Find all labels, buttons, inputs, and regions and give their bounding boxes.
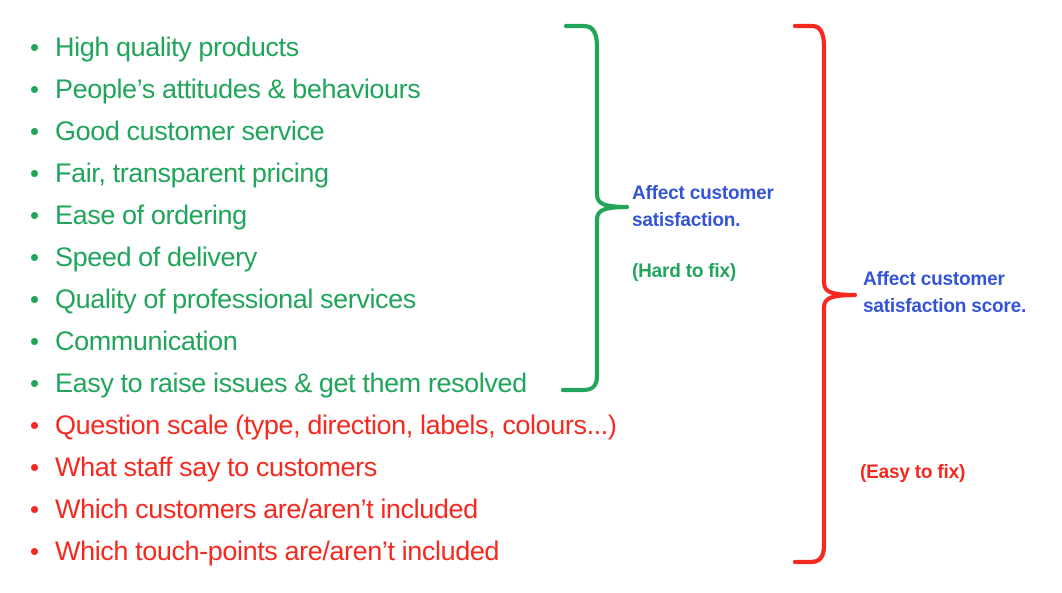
bullet-icon (31, 547, 38, 555)
red-brace (792, 23, 858, 565)
bullet-icon (31, 295, 38, 303)
list-item-text: People’s attitudes & behaviours (55, 73, 421, 104)
bullet-icon (31, 337, 38, 345)
bullet-icon (31, 85, 38, 93)
red-brace-label: Affect customer satisfaction score. (863, 269, 1027, 317)
list-item: Which customers are/aren’t included (31, 488, 616, 530)
list-item-text: Fair, transparent pricing (55, 157, 329, 188)
bullet-icon (31, 253, 38, 261)
list-item: Question scale (type, direction, labels,… (31, 404, 617, 446)
list-item: Good customer service (31, 110, 616, 152)
easy-to-fix-note: (Easy to fix) (860, 462, 966, 483)
bullet-icon (31, 169, 38, 177)
list-item: Quality of professional services (31, 278, 616, 320)
list-item-text: Speed of delivery (55, 241, 257, 272)
bullet-icon (31, 421, 38, 429)
list-item: Communication (31, 320, 616, 362)
list-item-text: Easy to raise issues & get them resolved (55, 367, 527, 398)
list-item-text: Question scale (type, direction, labels,… (55, 409, 617, 440)
list-item-text: What staff say to customers (55, 451, 377, 482)
bullet-icon (31, 127, 38, 135)
list-item: Speed of delivery (31, 236, 616, 278)
list-item-text: Ease of ordering (55, 199, 247, 230)
list-item: Which touch-points are/aren’t included (31, 530, 616, 572)
bullet-icon (31, 505, 38, 513)
bullet-icon (31, 379, 38, 387)
list-item: High quality products (31, 26, 616, 68)
list-item-text: Good customer service (55, 115, 325, 146)
list-item: People’s attitudes & behaviours (31, 68, 616, 110)
hard-to-fix-note: (Hard to fix) (632, 261, 737, 282)
green-brace-label: Affect customer satisfaction. (632, 183, 774, 231)
list-item: What staff say to customers (31, 446, 616, 488)
bullet-icon (31, 463, 38, 471)
list-item-text: Which touch-points are/aren’t included (55, 535, 500, 566)
list-item-text: Quality of professional services (55, 283, 416, 314)
list-item: Easy to raise issues & get them resolved (31, 362, 616, 404)
bullet-icon (31, 211, 38, 219)
list-item-text: Communication (55, 325, 238, 356)
list-item: Fair, transparent pricing (31, 152, 616, 194)
list-item-text: Which customers are/aren’t included (55, 493, 478, 524)
list-item: Ease of ordering (31, 194, 616, 236)
list-item-text: High quality products (55, 31, 299, 62)
bullet-icon (31, 43, 38, 51)
